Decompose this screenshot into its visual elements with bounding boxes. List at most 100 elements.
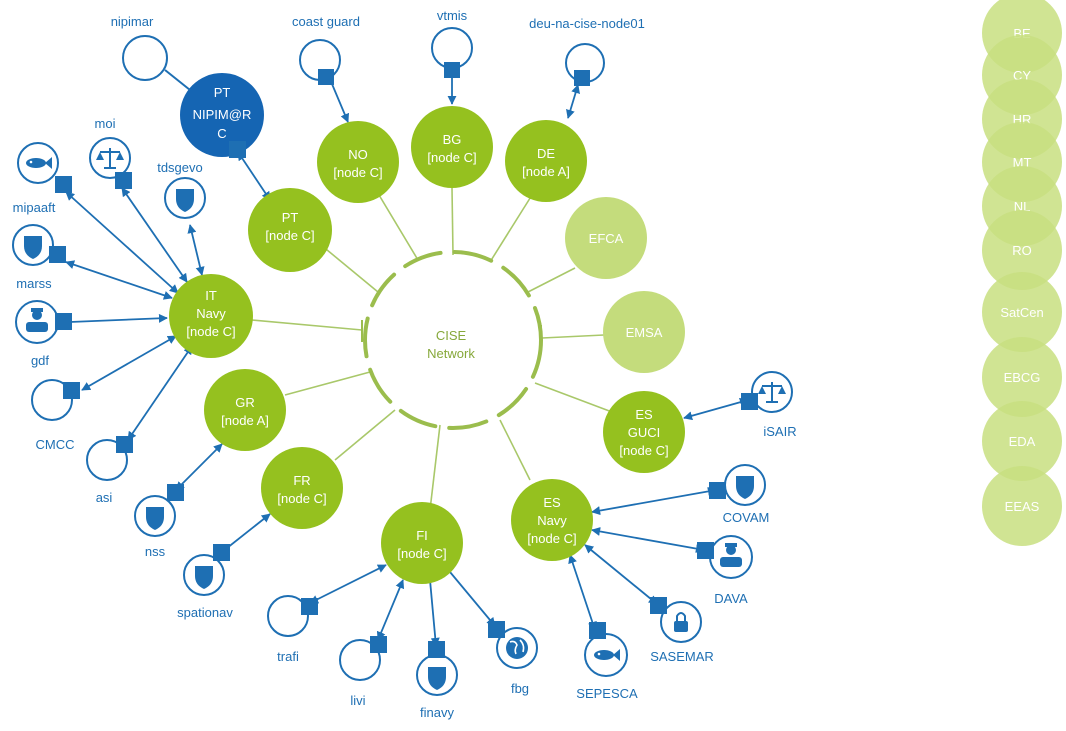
node-bg-type: [node C]: [427, 150, 476, 165]
service-fbg-label: fbg: [511, 681, 529, 696]
node-es-guci-label: ES: [635, 407, 653, 422]
member-circle: [982, 401, 1062, 481]
service-deu-na-cise-node01[interactable]: deu-na-cise-node01: [529, 16, 645, 86]
service-nss[interactable]: nss: [134, 484, 184, 559]
member-ebcg[interactable]: EBCG: [982, 337, 1062, 417]
shield-icon: [24, 236, 42, 259]
node-es-navy-name: Navy: [537, 513, 567, 528]
service-spationav[interactable]: spationav: [177, 544, 233, 620]
service-coast-guard[interactable]: coast guard: [292, 14, 360, 85]
node-fi[interactable]: FI [node C]: [381, 502, 463, 584]
service-asi-label: asi: [96, 490, 113, 505]
node-gr[interactable]: GR [node A]: [204, 369, 286, 451]
service-moi[interactable]: moi: [89, 116, 132, 189]
service-isair-label: iSAIR: [763, 424, 796, 439]
hub-spokes: [251, 179, 613, 511]
node-emsa[interactable]: EMSA: [603, 291, 685, 373]
node-pt-nipim-suffix: C: [217, 126, 226, 141]
fish-icon: [594, 649, 620, 661]
hub-label-line1: CISE: [436, 328, 467, 343]
lock-icon: [674, 612, 688, 632]
officer-icon: [720, 543, 742, 567]
service-dava[interactable]: DAVA: [697, 535, 753, 606]
service-trafi[interactable]: trafi: [267, 595, 318, 664]
service-cmcc[interactable]: CMCC: [31, 379, 80, 452]
globe-icon: [506, 637, 528, 659]
node-es-navy[interactable]: ES Navy [node C]: [511, 479, 593, 561]
node-pt[interactable]: PT [node C]: [248, 188, 332, 272]
service-gdf[interactable]: gdf: [15, 300, 72, 368]
node-it-label: IT: [205, 288, 217, 303]
node-fr-label: FR: [293, 473, 310, 488]
member-label: RO: [1012, 243, 1032, 258]
service-asi[interactable]: asi: [86, 436, 133, 505]
member-satcen[interactable]: SatCen: [982, 272, 1062, 352]
member-circle: [982, 272, 1062, 352]
service-sepesca[interactable]: SEPESCA: [576, 622, 638, 701]
service-cmcc-label: CMCC: [36, 437, 75, 452]
node-fr[interactable]: FR [node C]: [261, 447, 343, 529]
service-marss-label: marss: [16, 276, 52, 291]
member-eda[interactable]: EDA: [982, 401, 1062, 481]
service-dava-label: DAVA: [714, 591, 748, 606]
scales-icon: [758, 382, 786, 403]
service-mipaaft-label: mipaaft: [13, 200, 56, 215]
cise-hub: CISE Network: [361, 250, 543, 430]
service-nipimar-label: nipimar: [111, 14, 154, 29]
node-gr-label: GR: [235, 395, 255, 410]
service-mipaaft[interactable]: mipaaft: [13, 142, 72, 215]
service-covam-label: COVAM: [723, 510, 770, 525]
node-pt-nipim-name: NIPIM@R: [193, 107, 252, 122]
node-efca[interactable]: EFCA: [565, 197, 647, 279]
service-marss[interactable]: marss: [12, 224, 66, 291]
officer-icon: [26, 308, 48, 332]
node-pt-nipimarc[interactable]: PT NIPIM@R C: [180, 73, 264, 158]
service-links: [65, 76, 749, 647]
node-es-guci-type: [node C]: [619, 443, 668, 458]
shield-icon: [428, 667, 446, 690]
service-spationav-label: spationav: [177, 605, 233, 620]
node-pt-type: [node C]: [265, 228, 314, 243]
member-circle: [982, 337, 1062, 417]
member-label: EEAS: [1005, 499, 1040, 514]
node-de-label: DE: [537, 146, 555, 161]
service-sasemar[interactable]: SASEMAR: [650, 597, 714, 664]
node-es-navy-label: ES: [543, 495, 561, 510]
node-no-label: NO: [348, 147, 368, 162]
service-tdsgevo[interactable]: tdsgevo: [157, 160, 206, 219]
service-sepesca-label: SEPESCA: [576, 686, 638, 701]
node-de[interactable]: DE [node A]: [505, 120, 587, 202]
shield-icon: [195, 566, 213, 589]
member-ro[interactable]: RO: [982, 210, 1062, 290]
shield-icon: [176, 189, 194, 212]
node-no-type: [node C]: [333, 165, 382, 180]
service-coast-guard-label: coast guard: [292, 14, 360, 29]
service-isair[interactable]: iSAIR: [741, 371, 797, 439]
node-it-navy[interactable]: IT Navy [node C]: [169, 274, 253, 358]
service-moi-label: moi: [95, 116, 116, 131]
scales-icon: [96, 148, 124, 169]
node-gr-type: [node A]: [221, 413, 269, 428]
service-livi[interactable]: livi: [339, 636, 387, 708]
service-sasemar-label: SASEMAR: [650, 649, 714, 664]
service-covam[interactable]: COVAM: [709, 464, 770, 525]
member-eeas[interactable]: EEAS: [982, 466, 1062, 546]
service-nss-label: nss: [145, 544, 166, 559]
node-bg-label: BG: [443, 132, 462, 147]
node-de-type: [node A]: [522, 164, 570, 179]
node-no[interactable]: NO [node C]: [317, 121, 399, 203]
hub-label-line2: Network: [427, 346, 475, 361]
member-label: EBCG: [1004, 370, 1041, 385]
service-vtmis-label: vtmis: [437, 8, 468, 23]
service-fbg[interactable]: fbg: [488, 621, 538, 696]
node-es-guci-name: GUCI: [628, 425, 661, 440]
service-finavy[interactable]: finavy: [416, 641, 458, 720]
node-bg[interactable]: BG [node C]: [411, 106, 493, 188]
shield-icon: [736, 476, 754, 499]
service-vtmis[interactable]: vtmis: [431, 8, 473, 78]
service-nipimar[interactable]: nipimar: [111, 14, 191, 91]
node-es-guci[interactable]: ES GUCI [node C]: [603, 391, 685, 473]
member-label: EDA: [1009, 434, 1036, 449]
node-efca-label: EFCA: [589, 231, 624, 246]
